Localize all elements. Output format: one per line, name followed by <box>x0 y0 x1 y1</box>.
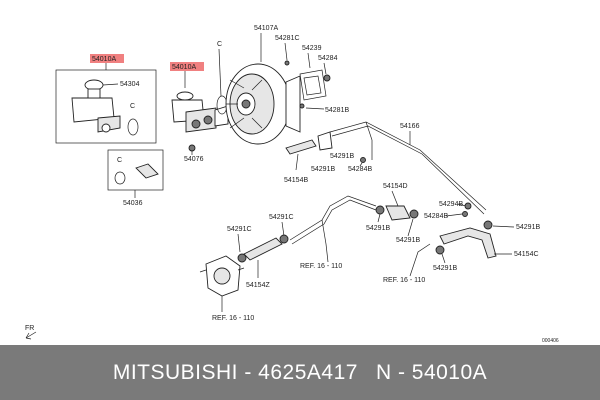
reference-number: N - 54010A <box>375 360 488 384</box>
seal-kit-group: C 54036 <box>107 149 164 207</box>
check-valve-group: 54154D 54291B 54291B 54294B 54284B 54291… <box>366 183 540 284</box>
hose-54154C <box>439 227 497 259</box>
pump-pipe <box>289 195 377 241</box>
part-label-54281B[interactable]: 54281B <box>325 107 349 114</box>
part-label-54304[interactable]: 54304 <box>120 81 140 88</box>
part-label-54154B[interactable]: 54154B <box>284 177 308 184</box>
bolt-54076 <box>188 144 196 152</box>
reservoir-neck <box>87 88 101 99</box>
o-ring-c1 <box>127 118 139 136</box>
part-label-54154C[interactable]: 54154C <box>514 251 539 258</box>
part-label-54284[interactable]: 54284 <box>318 55 338 62</box>
part-label-54291C-2[interactable]: 54291C <box>269 214 294 221</box>
part-label-54010A-2[interactable]: 54010A <box>172 64 196 71</box>
reservoir-cap <box>84 79 104 91</box>
part-label-c-2[interactable]: C <box>217 41 222 48</box>
part-label-54010A-1[interactable]: 54010A <box>92 56 116 63</box>
part-label-54284B-2[interactable]: 54284B <box>424 213 448 220</box>
diagram-code: 000406 <box>542 338 559 344</box>
part-label-54294B[interactable]: 54294B <box>439 201 463 208</box>
ref-label-2[interactable]: REF. 16 - 110 <box>383 277 425 284</box>
part-label-54036[interactable]: 54036 <box>123 200 143 207</box>
part-label-54291B-e[interactable]: 54291B <box>516 224 540 231</box>
part-label-54291B-a[interactable]: 54291B <box>330 153 354 160</box>
part-label-54154D[interactable]: 54154D <box>383 183 408 190</box>
reservoir-kit-group: 54010A 54304 C <box>55 54 157 144</box>
part-label-54239[interactable]: 54239 <box>302 45 322 52</box>
seal-kit-frame <box>107 149 164 191</box>
part-label-c-3[interactable]: C <box>117 157 122 164</box>
gasket-54239 <box>299 69 327 101</box>
hose-54154B <box>285 139 317 155</box>
fr-label: FR <box>25 325 34 332</box>
ref-label-1[interactable]: REF. 16 - 110 <box>300 263 342 270</box>
exploded-parts-diagram: 54010A 54304 C 54010A 54076 <box>25 25 559 344</box>
hose-54154D <box>385 205 411 221</box>
part-label-54166[interactable]: 54166 <box>400 123 420 130</box>
part-label-54291B-f[interactable]: 54291B <box>433 265 457 272</box>
front-arrow-icon <box>25 331 37 340</box>
brake-booster-group: 54107A 54281C 54239 54284 54281B <box>225 25 349 145</box>
part-label-54291C-1[interactable]: 54291C <box>227 226 252 233</box>
vacuum-pipe-54166 <box>329 121 487 211</box>
part-number-footer: MITSUBISHI - 4625A417 N - 54010A <box>0 345 600 400</box>
vacuum-pump-group: 54291C REF. 16 - 110 54291C 54154Z REF. … <box>199 195 377 322</box>
part-label-54107A[interactable]: 54107A <box>254 25 278 32</box>
part-label-54281C[interactable]: 54281C <box>275 35 300 42</box>
part-highlight-54010A-2 <box>170 62 204 71</box>
hose-54154Z <box>243 237 283 261</box>
brand-part-number: MITSUBISHI - 4625A417 <box>112 360 358 384</box>
part-highlight-54010A-1 <box>90 54 124 63</box>
part-label-c-1[interactable]: C <box>130 103 135 110</box>
part-label-54076[interactable]: 54076 <box>184 156 204 163</box>
part-label-54291B-b[interactable]: 54291B <box>311 166 335 173</box>
vacuum-hose-54166-group: 54166 54291B 54291B 54284B 54154B <box>284 121 487 215</box>
part-label-54154Z[interactable]: 54154Z <box>246 282 270 289</box>
master-cylinder-group: 54010A 54076 C <box>170 41 229 163</box>
part-label-54291B-c[interactable]: 54291B <box>366 225 390 232</box>
part-label-54291B-d[interactable]: 54291B <box>396 237 420 244</box>
part-label-54284B[interactable]: 54284B <box>348 166 372 173</box>
front-direction-marker: FR <box>25 325 37 340</box>
ref-label-3[interactable]: REF. 16 - 110 <box>212 315 254 322</box>
